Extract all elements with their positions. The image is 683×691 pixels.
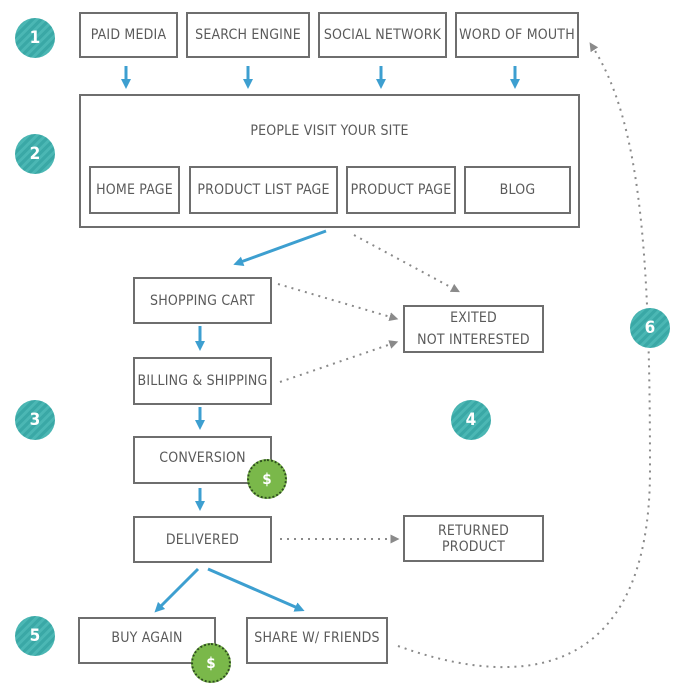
arrow-cart-to-exited [277,283,399,322]
step-1-badge: 1 [15,18,55,58]
arrow-billing-to-exited [279,340,399,383]
share-friends-box: SHARE W/ FRIENDS [246,617,388,664]
returned-product-box: RETURNED PRODUCT [403,515,544,562]
arrow-site-to-cart [233,229,327,266]
conversion-label: CONVERSION [159,450,246,466]
home-page-box: HOME PAGE [89,166,180,214]
paid-media-box: PAID MEDIA [79,12,178,58]
buy-again-dollar-icon: $ [191,643,231,683]
arrow-delivered-to-share [207,567,305,612]
not-interested-label: NOT INTERESTED [417,332,530,348]
share-friends-label: SHARE W/ FRIENDS [254,630,380,646]
home-page-label: HOME PAGE [96,182,173,198]
product-page-label: PRODUCT PAGE [350,182,452,198]
word-of-mouth-label: WORD OF MOUTH [459,27,575,43]
word-of-mouth-box: WORD OF MOUTH [455,12,579,58]
shopping-cart-label: SHOPPING CART [150,292,255,309]
step-5-badge: 5 [15,616,55,656]
blog-box: BLOG [464,166,571,214]
search-engine-box: SEARCH ENGINE [186,12,310,58]
exited-label: EXITED [450,310,497,326]
product-page-box: PRODUCT PAGE [346,166,456,214]
shopping-cart-box: SHOPPING CART [133,277,272,324]
conversion-box: CONVERSION [133,436,272,484]
step-4-badge: 4 [451,400,491,440]
returned-product-label: RETURNED PRODUCT [437,522,510,555]
site-title: PEOPLE VISIT YOUR SITE [250,123,409,139]
search-engine-label: SEARCH ENGINE [195,27,301,43]
social-network-box: SOCIAL NETWORK [318,12,447,58]
arrow-share-to-word-of-mouth [397,42,652,668]
conversion-dollar-icon: $ [247,459,287,499]
product-list-page-label: PRODUCT LIST PAGE [197,182,330,198]
social-network-label: SOCIAL NETWORK [323,27,442,43]
buy-again-label: BUY AGAIN [111,630,183,646]
step-3-badge: 3 [15,400,55,440]
step-6-badge: 6 [630,308,670,348]
blog-label: BLOG [499,182,536,198]
buy-again-box: BUY AGAIN [78,617,216,664]
arrow-delivered-to-buy-again [154,567,200,613]
delivered-box: DELIVERED [133,516,272,563]
exited-box: EXITED NOT INTERESTED [403,305,544,353]
arrow-site-to-exited [353,234,460,293]
billing-shipping-label: BILLING & SHIPPING [137,373,268,389]
paid-media-label: PAID MEDIA [90,27,167,43]
product-list-page-box: PRODUCT LIST PAGE [189,166,338,214]
step-2-badge: 2 [15,134,55,174]
delivered-label: DELIVERED [165,531,240,548]
billing-shipping-box: BILLING & SHIPPING [133,357,272,405]
